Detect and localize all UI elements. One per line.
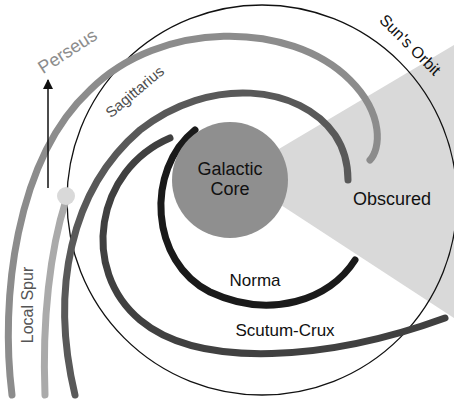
- orbit-label: Sun's Orbit: [376, 11, 444, 79]
- local-spur-arm: [44, 200, 66, 395]
- arm-name: Local Spur: [19, 267, 37, 344]
- core-node: Galactic Core: [172, 122, 288, 238]
- sun-motion-arrow: [47, 80, 49, 188]
- node-title: Galactic Core: [184, 160, 276, 200]
- arm-name: Scutum-Crux: [235, 322, 334, 341]
- region-label: Obscured: [353, 190, 431, 210]
- core-circle: [172, 122, 288, 238]
- arm-name: Perseus: [35, 26, 101, 79]
- sun-dot: [57, 187, 75, 205]
- arm-name: Norma: [229, 272, 280, 291]
- perseus-arm: [8, 36, 377, 395]
